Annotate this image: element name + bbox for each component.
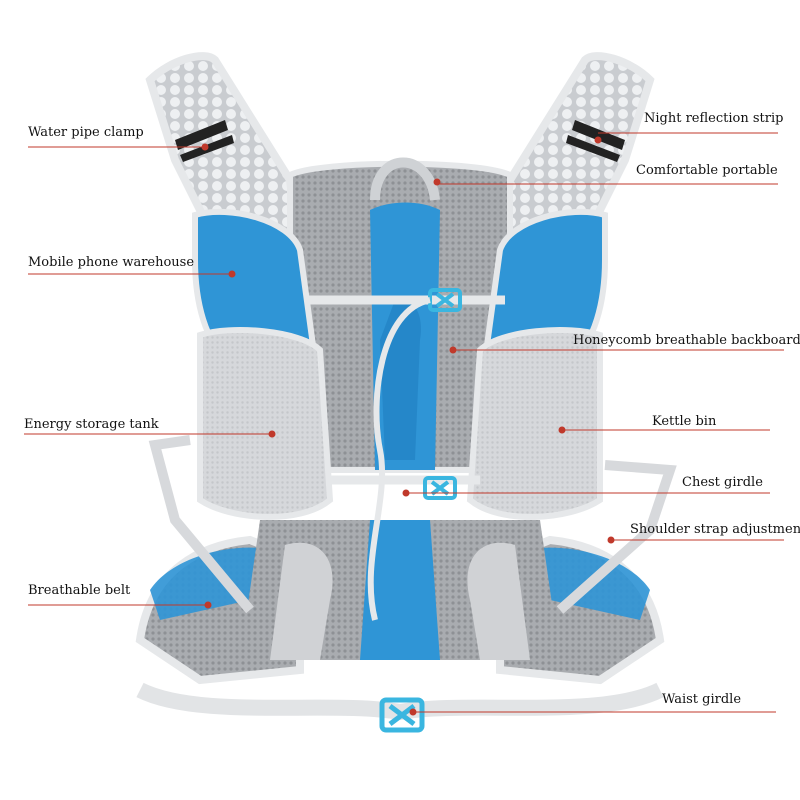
water-hose	[367, 297, 431, 621]
reflective-strip-right	[572, 120, 625, 150]
kettle-bin	[466, 327, 603, 520]
label-night-reflection-strip: Night reflection strip	[644, 111, 784, 126]
label-comfortable-portable: Comfortable portable	[636, 163, 778, 178]
top-handle	[370, 157, 440, 201]
label-honeycomb-backboard: Honeycomb breathable backboard	[573, 333, 800, 348]
shoulder-strap-adjustment	[556, 460, 677, 614]
label-kettle-bin: Kettle bin	[652, 414, 717, 429]
reflective-strip-left	[175, 120, 228, 150]
waist-buckle	[379, 697, 425, 733]
label-water-pipe-clamp: Water pipe clamp	[28, 125, 144, 140]
chest-buckle-bottom	[423, 476, 457, 500]
label-energy-storage-tank: Energy storage tank	[24, 417, 159, 432]
energy-storage-tank	[197, 327, 334, 520]
label-waist-girdle: Waist girdle	[662, 692, 742, 707]
label-breathable-belt: Breathable belt	[28, 583, 131, 598]
label-mobile-phone-warehouse: Mobile phone warehouse	[28, 255, 195, 270]
label-chest-girdle: Chest girdle	[682, 475, 763, 490]
label-shoulder-strap-adjustment: Shoulder strap adjustment	[630, 522, 800, 537]
